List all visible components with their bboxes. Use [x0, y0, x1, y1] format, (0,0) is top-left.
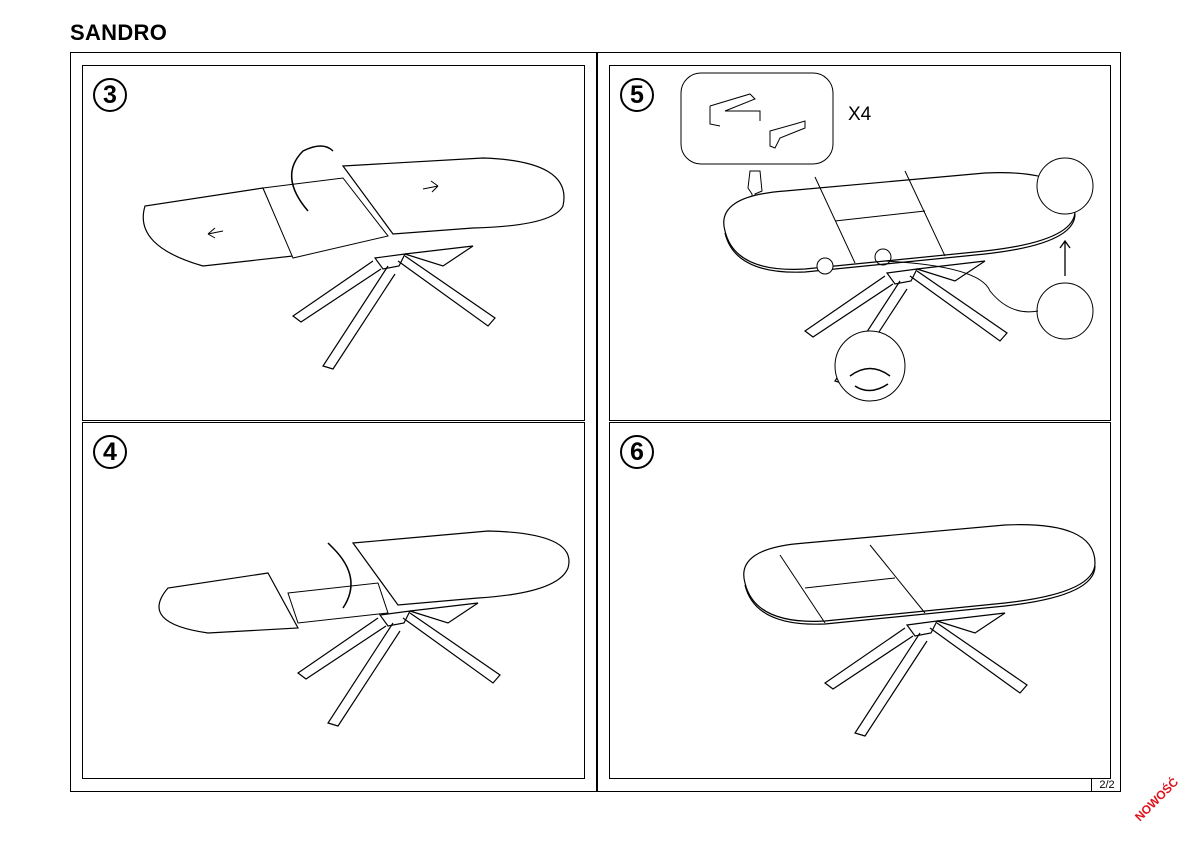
- latch-open-callout: [1036, 157, 1094, 215]
- step-4-panel: 4: [82, 422, 585, 779]
- right-tabletop-half: [351, 530, 570, 606]
- knob-detail: [816, 257, 834, 275]
- rotate-arrow-icon: [327, 542, 352, 609]
- step-6-panel: 6: [609, 422, 1111, 779]
- page-number: 2/2: [1091, 779, 1122, 792]
- hardware-callout: [680, 72, 834, 165]
- column-divider: [596, 52, 598, 792]
- step-3-panel: 3: [82, 65, 585, 421]
- arrow-right-icon: [422, 180, 439, 193]
- latch-bracket-icon: [709, 93, 761, 127]
- document-title: SANDRO: [70, 20, 168, 45]
- step-5-illustration: [680, 72, 1094, 402]
- extension-leaf: [287, 582, 389, 624]
- rotate-arrow-icon: [290, 145, 334, 212]
- callout-leader: [884, 260, 1039, 313]
- leaf-seams: [814, 170, 946, 264]
- right-tabletop-half: [341, 157, 565, 235]
- arrow-left-icon: [207, 227, 224, 239]
- step-number: 4: [93, 435, 127, 469]
- page-frame: [70, 52, 1121, 792]
- rotate-arrows-icon: [849, 367, 891, 392]
- tabletop: [743, 524, 1096, 625]
- table-legs: [297, 602, 501, 727]
- table-legs: [292, 245, 496, 370]
- left-tabletop-half: [142, 187, 294, 267]
- table-legs: [824, 612, 1028, 737]
- quantity-label: X4: [848, 104, 872, 125]
- step-6-illustration: [743, 524, 1096, 737]
- left-tabletop-half: [158, 572, 299, 634]
- step-5-panel: 5 X4: [609, 65, 1111, 421]
- latch-catch-icon: [769, 120, 806, 149]
- latch-detail: [874, 248, 892, 266]
- step-number: 3: [93, 78, 127, 112]
- center-frame: [262, 177, 389, 259]
- step-number: 6: [620, 435, 654, 469]
- leaf-seams: [779, 544, 926, 624]
- latch-closed-callout: [1036, 282, 1094, 340]
- step-4-illustration: [158, 530, 570, 727]
- new-product-stamp: NOWOŚĆ: [1132, 774, 1182, 824]
- tabletop: [723, 172, 1076, 273]
- arrow-up-icon: [1059, 239, 1071, 276]
- step-number: 5: [620, 78, 654, 112]
- step-3-illustration: [142, 145, 565, 370]
